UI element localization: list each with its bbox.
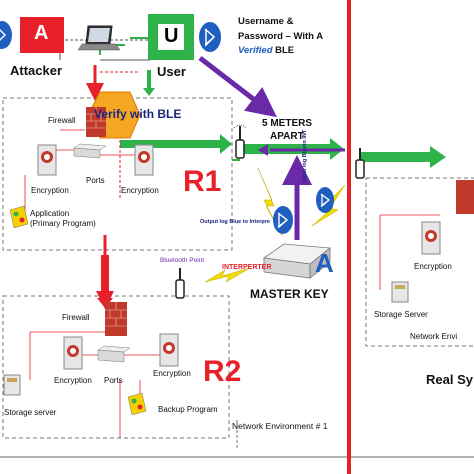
- lightning-left: [257, 167, 283, 237]
- green-arrow-to-5m: [120, 134, 232, 154]
- r2-encryption-right-label: Encryption: [153, 369, 191, 378]
- distance-line1: 5 METERS: [262, 118, 313, 129]
- server-r2-right-icon: [159, 333, 179, 367]
- r2-storage-server-label: Storage server: [4, 408, 57, 417]
- r1-region-label: R1: [183, 165, 222, 198]
- r2-region-label: R2: [203, 355, 242, 388]
- storage-server-r2-icon: [3, 374, 21, 396]
- interperter-label: INTERPERTER: [222, 264, 272, 271]
- green-arrow-right-1: [360, 146, 446, 168]
- credentials-line2: Password – With A: [238, 31, 324, 42]
- r2-encryption-left-label: Encryption: [54, 376, 92, 385]
- bluetooth-icon-left: [0, 21, 12, 49]
- user-down-arrow: [143, 70, 155, 96]
- storage-server-right-icon: [391, 281, 409, 303]
- bluetooth-icon-center: [273, 206, 293, 234]
- firewall-right-icon: [456, 180, 474, 214]
- r2-network-env-label: Network Environment # 1: [232, 421, 328, 431]
- server-r2-left-icon: [63, 336, 83, 370]
- r1-encryption-right-label: Encryption: [121, 186, 159, 195]
- bluetooth-point-label: Bluetooth Point: [160, 257, 205, 264]
- r1-encryption-left-label: Encryption: [31, 186, 69, 195]
- bluetooth-icon-right: [316, 187, 334, 213]
- master-key-badge: A: [315, 248, 334, 278]
- attacker-badge-letter: A: [34, 22, 49, 44]
- master-key-device-icon: [262, 243, 332, 279]
- credentials-line1: Username &: [238, 16, 294, 27]
- application-icon: [9, 205, 29, 229]
- r1-application-line1: Application: [30, 209, 70, 218]
- right-region-box: [365, 177, 474, 347]
- r1-firewall-label: Firewall: [48, 116, 76, 125]
- r2-firewall-label: Firewall: [62, 313, 90, 322]
- attacker-badge: [20, 17, 64, 53]
- right-storage-server-label: Storage Server: [374, 310, 428, 319]
- distance-line2: APART: [270, 131, 304, 142]
- bluetooth-icon-top: [199, 22, 221, 52]
- environment-divider: [347, 0, 351, 474]
- antenna-right-icon: [355, 148, 365, 179]
- r2-backup-program-label: Backup Program: [158, 405, 218, 414]
- lightning-bottom: [204, 267, 251, 283]
- ble-word: BLE: [272, 45, 295, 56]
- server-r1-left-icon: [37, 144, 57, 176]
- bluetooth-point-antenna-icon: [175, 268, 185, 299]
- user-badge-letter: U: [164, 25, 179, 47]
- master-key-label: MASTER KEY: [250, 287, 329, 301]
- antenna-5m-icon: [233, 124, 247, 159]
- real-system-label: Real Sy: [426, 372, 473, 387]
- credentials-line3: Verified BLE: [238, 45, 294, 56]
- r2-region-box: [2, 295, 230, 439]
- user-label: User: [157, 64, 186, 79]
- r1-ports-label: Ports: [86, 176, 105, 185]
- output-log-label: Output log Blue to Interpre: [200, 219, 270, 225]
- server-right-icon: [421, 221, 441, 255]
- verify-with-ble-label: Verify with BLE: [94, 107, 182, 121]
- backup-program-icon: [127, 392, 147, 416]
- r2-ports-label: Ports: [104, 376, 123, 385]
- purple-arrow-ble-to-5m: [198, 56, 277, 118]
- attacker-label: Attacker: [10, 63, 63, 78]
- ports-switch-r1-icon: [73, 143, 107, 159]
- server-r1-right-icon: [134, 144, 154, 176]
- input-log-label: input log Blueto INT: [302, 129, 308, 182]
- verified-word: Verified: [238, 45, 273, 56]
- r1-application-line2: (Primary Program): [30, 219, 96, 228]
- right-encryption-label: Encryption: [414, 262, 452, 271]
- laptop-icon: [77, 25, 121, 51]
- firewall-r1-icon: [86, 107, 106, 137]
- firewall-r2-icon: [105, 302, 127, 336]
- right-network-env-label: Network Envi: [410, 332, 458, 341]
- ports-switch-r2-icon: [97, 345, 131, 363]
